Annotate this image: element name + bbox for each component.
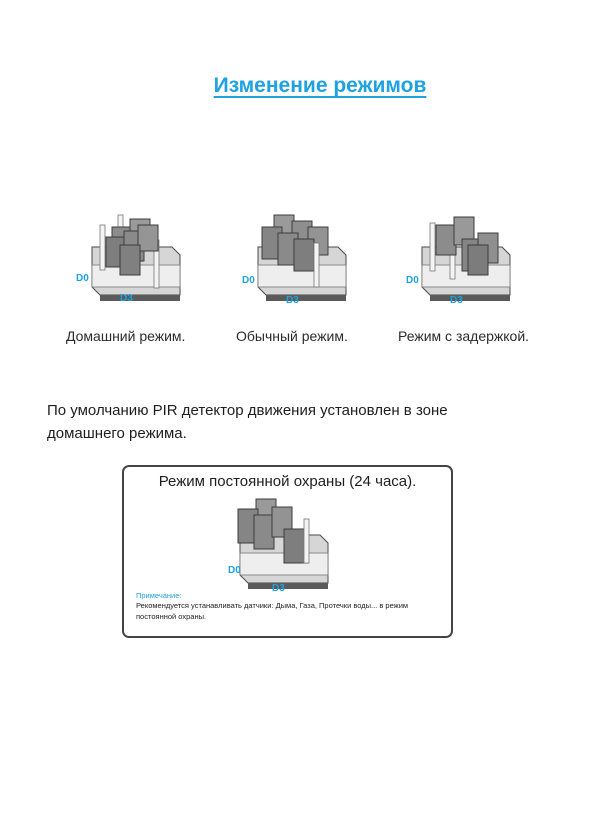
label-d3: D3 <box>286 295 299 305</box>
label-d0: D0 <box>242 275 255 286</box>
label-d3: D3 <box>272 583 285 593</box>
caption-normal-mode: Обычный режим. <box>236 328 348 344</box>
note-label: Примечание: <box>136 591 182 600</box>
label-d0: D0 <box>406 275 419 286</box>
box-title: Режим постоянной охраны (24 часа). <box>158 473 417 490</box>
label-d3: D3 <box>450 295 463 305</box>
jumper-diagram-normal: D0 D3 <box>242 214 347 305</box>
jumper-diagram-24h: D0 D3 <box>228 498 329 593</box>
page-title: Изменение режимов <box>213 74 427 97</box>
jumper-diagram-home: D0 D3 <box>76 214 181 304</box>
label-d0: D0 <box>228 565 241 576</box>
label-d3: D3 <box>120 293 133 304</box>
permanent-guard-box: Режим постоянной охраны (24 часа). D0 D3… <box>122 465 453 638</box>
label-d0: D0 <box>76 273 89 284</box>
caption-home-mode: Домашний режим. <box>66 328 186 344</box>
note-text: Рекомендуется устанавливать датчики: Дым… <box>136 601 409 621</box>
caption-delay-mode: Режим с задержкой. <box>398 328 530 344</box>
jumper-diagram-delay: D0 D3 <box>406 216 511 305</box>
default-mode-paragraph: По умолчанию PIR детектор движения устан… <box>47 402 448 442</box>
